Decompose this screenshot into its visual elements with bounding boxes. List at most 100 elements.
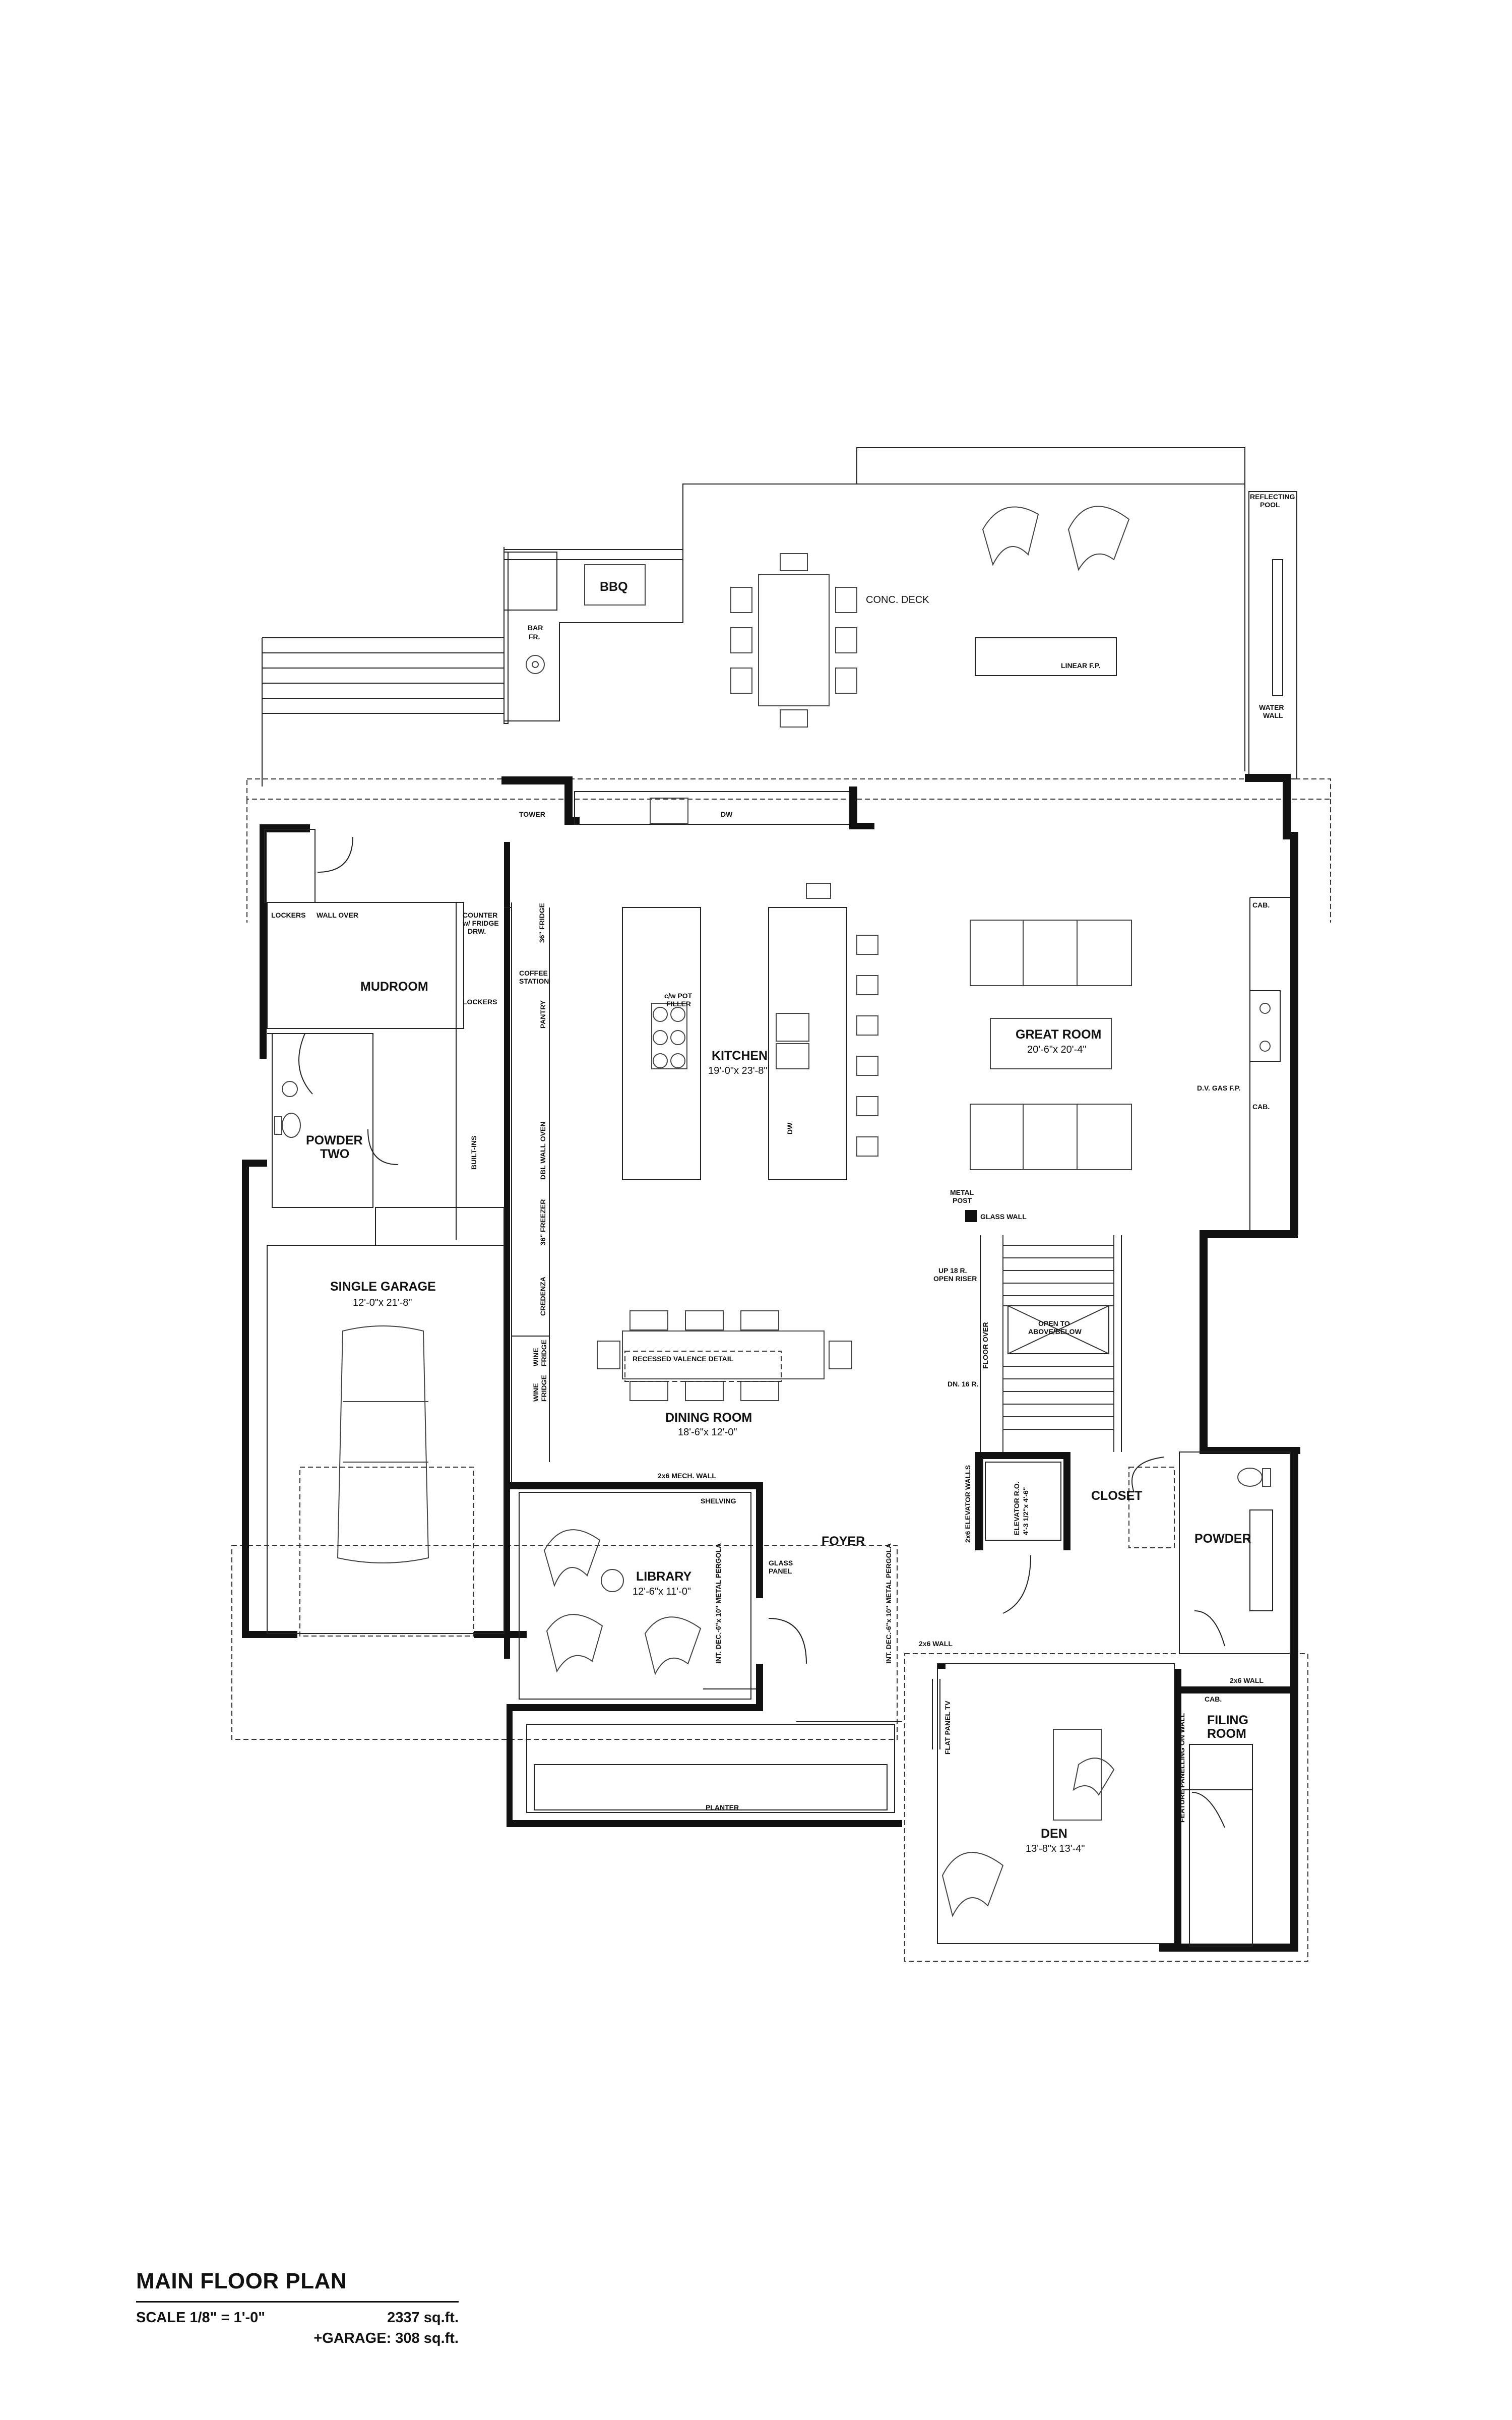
- tower-label: TOWER: [519, 810, 545, 818]
- freezer-36-label: 36" FREEZER: [539, 1199, 547, 1245]
- great-room-dimensions: 20'-6"x 20'-4": [1027, 1044, 1086, 1055]
- shelving-label: SHELVING: [701, 1497, 736, 1505]
- reflecting-pool-label-2: POOL: [1260, 501, 1280, 509]
- sofa-bottom: [970, 1104, 1132, 1170]
- glass-panel-label: GLASS: [769, 1559, 793, 1567]
- room-label-great-room: GREAT ROOM: [1016, 1027, 1101, 1042]
- room-label-closet: CLOSET: [1091, 1489, 1142, 1503]
- metal-post: [965, 1210, 977, 1222]
- door-swings: [298, 836, 1225, 1828]
- built-ins-label: BUILT-INS: [470, 1136, 478, 1170]
- stairs: [965, 1210, 1114, 1452]
- roof-overhang: [246, 778, 1331, 800]
- bar-fridge-label: BAR: [528, 624, 543, 632]
- counter-fridge-label-2: w/ FRIDGE: [462, 919, 499, 927]
- pergola-label: INT. DEC.-6"x 10" METAL PERGOLA: [714, 1543, 722, 1664]
- open-to-label: OPEN TO: [1038, 1319, 1070, 1327]
- pantry-label: PANTRY: [539, 1000, 547, 1028]
- room-label-filing: FILING: [1207, 1713, 1248, 1727]
- wine-fridge-label-b: FRIDGE: [540, 1340, 548, 1366]
- reflecting-pool-label: REFLECTING: [1250, 493, 1295, 501]
- metal-post-label: METAL: [950, 1188, 974, 1196]
- title-block: MAIN FLOOR PLAN SCALE 1/8" = 1'-0" 2337 …: [136, 2269, 459, 2347]
- water-wall-label: WATER: [1259, 703, 1284, 711]
- wine-fridge-label-2b: FRIDGE: [540, 1375, 548, 1402]
- den-overhang: [904, 1653, 1308, 1962]
- sink-island: [768, 907, 847, 1180]
- gas-fireplace: [1249, 990, 1281, 1062]
- garage-overhang: [231, 1545, 898, 1740]
- lockers-label: LOCKERS: [271, 911, 305, 919]
- gas-fireplace-label: D.V. GAS F.P.: [1197, 1084, 1240, 1092]
- credenza-label: CREDENZA: [539, 1277, 547, 1316]
- plan-title: MAIN FLOOR PLAN: [136, 2269, 459, 2303]
- pergola-label-2: INT. DEC.-6"x 10" METAL PERGOLA: [885, 1543, 893, 1664]
- coffee-station-label-2: STATION: [519, 977, 549, 985]
- coffee-station-label: COFFEE: [519, 969, 548, 977]
- scale-label: SCALE 1/8" = 1'-0": [136, 2310, 266, 2326]
- elevator-walls-label: 2x6 ELEVATOR WALLS: [964, 1465, 972, 1543]
- dining-furniture: [597, 1310, 852, 1401]
- room-label-foyer: FOYER: [822, 1534, 865, 1548]
- linear-fireplace: [975, 637, 1117, 676]
- kitchen-dimensions: 19'-0"x 23'-8": [708, 1065, 767, 1076]
- room-label-filing-2: ROOM: [1207, 1727, 1246, 1741]
- metal-post-label-2: POST: [953, 1196, 972, 1204]
- great-room-furniture: [970, 920, 1281, 1170]
- room-label-den: DEN: [1041, 1827, 1067, 1841]
- water-wall-label-2: WALL: [1263, 711, 1283, 719]
- coffee-table: [990, 1018, 1112, 1069]
- counter-fridge-label: COUNTER: [463, 911, 497, 919]
- glass-wall-label: GLASS WALL: [980, 1213, 1027, 1221]
- dining-room-dimensions: 18'-6"x 12'-0": [678, 1427, 737, 1438]
- den-desk: [1053, 1729, 1102, 1821]
- down-riser-label: DN. 16 R.: [948, 1380, 978, 1388]
- mech-wall-label: 2x6 MECH. WALL: [658, 1472, 716, 1480]
- concrete-deck-label: CONC. DECK: [866, 594, 929, 606]
- lockers-label-2: LOCKERS: [463, 998, 497, 1006]
- room-label-kitchen: KITCHEN: [712, 1049, 768, 1063]
- up-riser-label: UP 18 R.: [938, 1266, 967, 1275]
- wall-over-label: WALL OVER: [317, 911, 358, 919]
- area-label: 2337 sq.ft.: [387, 2310, 459, 2326]
- pot-filler-label: c/w POT: [664, 992, 692, 1000]
- wall-2x6-label: 2x6 WALL: [919, 1640, 953, 1648]
- deck-steps: [262, 637, 504, 786]
- den-dimensions: 13'-8"x 13'-4": [1026, 1843, 1085, 1854]
- elevator-ro-label: ELEVATOR R.O.: [1013, 1481, 1021, 1535]
- library-dimensions: 12'-6"x 11'-0": [633, 1586, 691, 1597]
- lounge-chair-icon: [982, 506, 1130, 571]
- bar-sink-icon: [526, 655, 545, 674]
- deck-area: [262, 447, 1297, 786]
- open-to-label-2: ABOVE/BELOW: [1028, 1327, 1082, 1336]
- room-label-library: LIBRARY: [636, 1569, 692, 1584]
- car-icon: [337, 1325, 429, 1563]
- feature-panelling-label: FEATURE PANELLING ON WALL: [1178, 1713, 1186, 1823]
- bbq-unit: [584, 564, 646, 606]
- dishwasher-label: DW: [721, 810, 733, 818]
- bbq-label: BBQ: [600, 580, 628, 594]
- sofa-top: [970, 920, 1132, 986]
- kitchen-sink-icon: [650, 798, 688, 824]
- cabinet-label: CAB.: [1252, 901, 1270, 909]
- linear-fp-label: LINEAR F.P.: [1061, 661, 1100, 670]
- dishwasher-label-2: DW: [786, 1122, 794, 1134]
- range-island: [622, 907, 701, 1180]
- room-label-dining-room: DINING ROOM: [665, 1411, 752, 1425]
- room-label-powder-two: POWDER: [306, 1133, 363, 1147]
- interior-walls: [264, 829, 1291, 1947]
- garage-car: [267, 1245, 505, 1637]
- garage-dimensions: 12'-0"x 21'-8": [353, 1297, 412, 1308]
- exterior-walls: [242, 774, 1300, 1952]
- wall-oven-label: DBL WALL OVEN: [539, 1122, 547, 1180]
- elevator-ro-label-2: 4'-3 1/2"x 4'-6": [1022, 1487, 1030, 1535]
- room-label-garage: SINGLE GARAGE: [330, 1280, 436, 1294]
- room-label-mudroom: MUDROOM: [360, 980, 428, 994]
- cabinet-label-2: CAB.: [1252, 1103, 1270, 1111]
- den-furniture: [932, 1679, 1115, 1917]
- floor-over-label: FLOOR OVER: [981, 1322, 989, 1369]
- glass-panel-label-2: PANEL: [769, 1567, 792, 1575]
- planter-label: PLANTER: [706, 1803, 739, 1811]
- bar-fridge-label-2: FR.: [529, 633, 540, 641]
- kitchen-furniture: [574, 791, 878, 1180]
